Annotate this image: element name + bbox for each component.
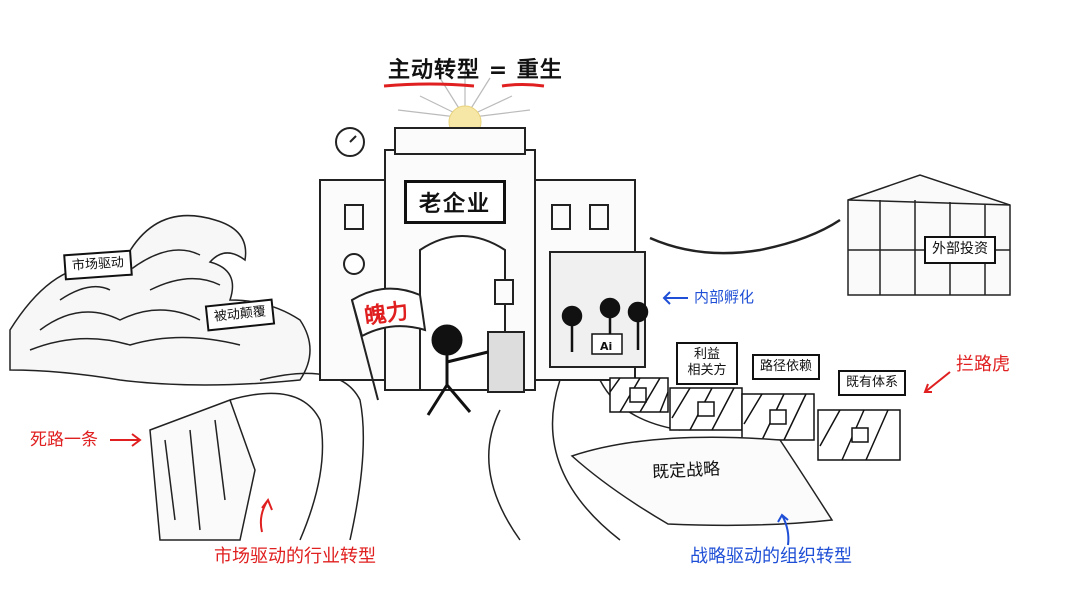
ai-box: [591, 333, 623, 355]
page-title: 主动转型 = 重生: [388, 60, 563, 82]
strategy-plan-label: 既定战略: [651, 459, 721, 483]
roadblock-barriers: [609, 377, 901, 461]
title-equals: =: [488, 58, 509, 83]
incubation-team: [561, 297, 649, 352]
title-right: 重生: [516, 58, 563, 83]
market-driven-industry-label: 市场驱动的行业转型: [214, 546, 376, 567]
ai-box-label: Ai: [600, 340, 613, 353]
cable-pipe: [649, 218, 841, 255]
old-enterprise-sign: 老企业: [404, 180, 506, 224]
stakeholders-line-2: 相关方: [687, 363, 727, 379]
flag: [350, 287, 427, 401]
stakeholders-line-1: 利益: [693, 347, 720, 362]
title-underline-right: [501, 83, 545, 88]
title-left: 主动转型: [388, 58, 481, 83]
path-dependency-sign: 路径依赖: [752, 354, 821, 381]
roadblock-tiger-label: 拦路虎: [956, 354, 1010, 375]
flag-label: 魄力: [362, 299, 410, 330]
cliff: [149, 399, 256, 541]
annotation-arrows: [110, 291, 951, 546]
title-underline-left: [383, 82, 475, 88]
market-driven-sign: 市场驱动: [63, 249, 133, 281]
stick-figure-leader: [426, 324, 489, 416]
greenhouse: [847, 174, 1011, 296]
dead-end-label: 死路一条: [30, 430, 98, 450]
external-investment-sign: 外部投资: [924, 236, 996, 264]
stakeholders-sign: 利益 相关方: [676, 342, 738, 385]
internal-incubation-label: 内部孵化: [694, 288, 755, 306]
tidal-wave: [9, 214, 311, 386]
existing-system-sign: 既有体系: [838, 370, 907, 397]
strategy-driven-org-label: 战略驱动的组织转型: [690, 546, 852, 567]
strategy-plan-sheet: [570, 436, 834, 527]
